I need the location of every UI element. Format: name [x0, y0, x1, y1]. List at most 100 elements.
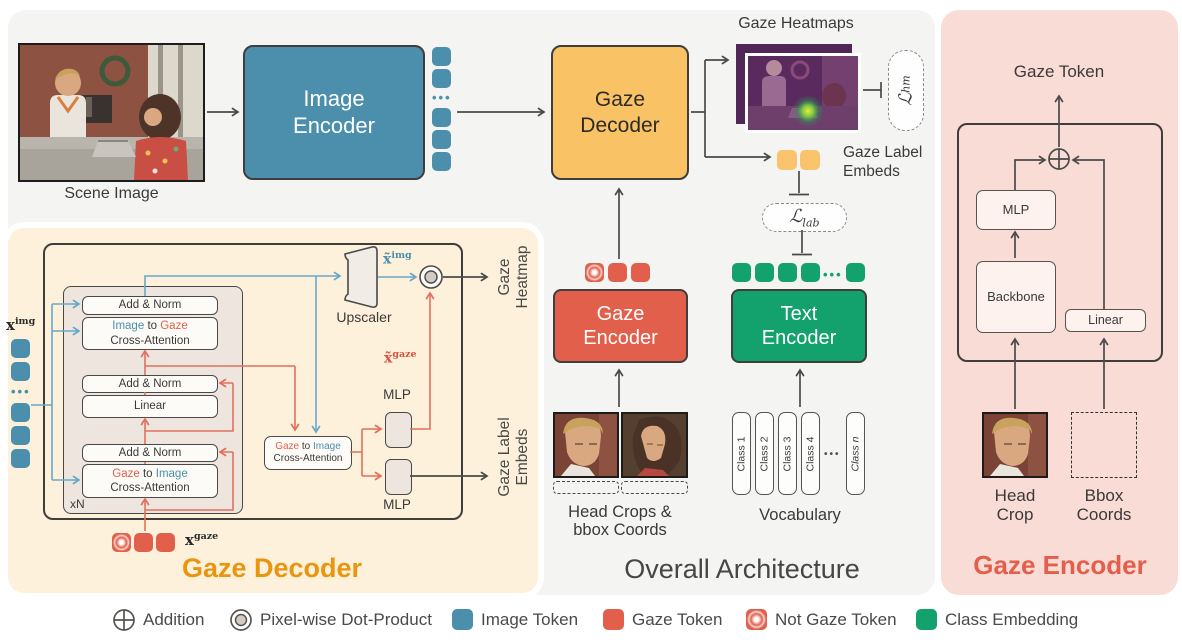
gaze-token-swatch: [603, 609, 624, 630]
gaze-encoder-box: Gaze Encoder: [553, 289, 688, 363]
gaze-decoder-box: Gaze Decoder: [551, 45, 689, 180]
legend-class-embedding-label: Class Embedding: [945, 610, 1079, 629]
image-token: [432, 130, 451, 149]
mlp-box-bottom: [385, 459, 412, 495]
encoder-head-crop-illustration: [984, 414, 1046, 476]
encoder-linear-label: Linear: [1088, 312, 1123, 327]
head-crops-label: Head Crops & bbox Coords: [568, 503, 672, 540]
image-to-gaze-cross-attention-block: Image to Gaze Cross-Attention: [82, 317, 218, 350]
vocab-class-label: Class 4: [804, 435, 817, 472]
class-embedding-swatch: [916, 609, 937, 630]
loss-lab-capsule: ℒlab: [762, 203, 847, 232]
vocab-class-box: Class 1: [732, 412, 751, 495]
image-encoder-box: Image Encoder: [243, 45, 425, 180]
image-token: [432, 47, 451, 66]
image-token: [432, 69, 451, 88]
vocab-class-label: Class 2: [758, 435, 771, 472]
upscaler-label: Upscaler: [336, 309, 392, 325]
image-token-swatch: [452, 609, 473, 630]
linear-label: Linear: [134, 400, 166, 413]
head-crop-woman-illustration: [623, 414, 686, 476]
overall-architecture-title: Overall Architecture: [624, 554, 860, 584]
class-embedding-token: [732, 263, 751, 282]
head-crop-photo-man: [553, 412, 619, 478]
cross-attention-label: Cross-Attention: [110, 334, 190, 347]
gaze-heatmap-image-front: [745, 53, 861, 133]
image-token: [11, 426, 30, 445]
mlp-label: MLP: [383, 497, 411, 512]
addition-icon: [113, 609, 135, 631]
ellipsis-icon: •••: [11, 384, 31, 399]
add-norm-label: Add & Norm: [118, 446, 182, 459]
gaze-token: [134, 533, 153, 552]
encoder-mlp-box: MLP: [976, 190, 1056, 230]
vocab-class-box: Class 3: [778, 412, 797, 495]
vocabulary-label: Vocabulary: [759, 506, 841, 524]
cross-attention-label: Cross-Attention: [273, 453, 343, 464]
vocab-class-label: Class 3: [781, 435, 794, 472]
add-norm-block: Add & Norm: [82, 444, 218, 462]
gaze-token: [156, 533, 175, 552]
dot-product-icon: [230, 609, 252, 631]
class-embedding-token: [846, 263, 865, 282]
legend-gaze-token-label: Gaze Token: [632, 610, 723, 629]
gaze-to-image-cross-attention-mid-block: Gaze to Image Cross-Attention: [264, 436, 352, 470]
gaze-heatmap-output-label: Gaze Heatmap: [496, 241, 532, 313]
bbox-coords-dashed-box: [1071, 412, 1137, 478]
encoder-mlp-label: MLP: [1002, 201, 1030, 217]
gaze-token: [608, 263, 627, 282]
scene-image-photo: [18, 43, 205, 182]
head-crop-bbox-dashed: [621, 481, 688, 494]
not-gaze-token: [112, 533, 131, 552]
x-img-tilde-label: x̃img: [383, 250, 412, 268]
gaze-heatmaps-label: Gaze Heatmaps: [738, 15, 854, 32]
text-encoder-box: Text Encoder: [731, 289, 867, 363]
vocab-class-label: Class 1: [735, 435, 748, 472]
gaze-heatmap-illustration: [748, 56, 858, 130]
gaze-encoder-detail-title: Gaze Encoder: [973, 550, 1147, 580]
image-token: [11, 362, 30, 381]
encoder-head-crop-photo: [982, 412, 1048, 478]
gaze-token: [631, 263, 650, 282]
gaze-encoder-label: Gaze Encoder: [583, 303, 658, 349]
class-embedding-token: [755, 263, 774, 282]
head-crop-photo-woman: [621, 412, 688, 478]
image-token: [432, 152, 451, 171]
vocab-class-box: Class 2: [755, 412, 774, 495]
encoder-backbone-box: Backbone: [976, 261, 1056, 333]
image-token: [11, 449, 30, 468]
class-embedding-token: [801, 263, 820, 282]
linear-block: Linear: [82, 395, 218, 418]
legend-image-token-label: Image Token: [481, 610, 579, 629]
ellipsis-icon: •••: [824, 449, 841, 460]
gaze-token-output-label: Gaze Token: [1013, 62, 1105, 81]
add-norm-label: Add & Norm: [118, 377, 182, 390]
gaze-label-embeds-label: Gaze Label Embeds: [843, 144, 923, 180]
add-norm-label: Add & Norm: [118, 299, 182, 312]
class-embedding-token: [778, 263, 797, 282]
image-to-gaze-label: Image to Gaze: [112, 320, 188, 333]
gaze-decoder-label: Gaze Decoder: [580, 88, 660, 137]
gaze-to-image-label: Gaze to Image: [112, 467, 188, 480]
x-img-label: ximg: [6, 316, 36, 334]
gaze-heatmap-output-text: Gaze Heatmap: [496, 245, 531, 309]
gaze-label-embeds-output-label: Gaze Label Embeds: [496, 413, 532, 501]
vocab-class-box: Class 4: [801, 412, 820, 495]
vocab-class-box: Class n: [846, 412, 865, 495]
not-gaze-token: [585, 263, 604, 282]
gaze-decoder-detail-title: Gaze Decoder: [181, 553, 363, 583]
head-crop-man-illustration: [555, 414, 617, 476]
add-norm-block: Add & Norm: [82, 375, 218, 393]
scene-image-label: Scene Image: [64, 185, 159, 202]
gaze-label-embed-token: [800, 150, 820, 170]
ellipsis-icon: •••: [823, 267, 843, 282]
bbox-coords-label: Bbox Coords: [1076, 486, 1132, 524]
encoder-outer-box: [957, 123, 1163, 362]
gaze-to-image-cross-attention-block: Gaze to Image Cross-Attention: [82, 464, 218, 498]
image-token: [432, 108, 451, 127]
scene-image-illustration: [20, 45, 203, 180]
encoder-linear-box: Linear: [1065, 309, 1146, 332]
cross-attention-label: Cross-Attention: [110, 482, 190, 494]
